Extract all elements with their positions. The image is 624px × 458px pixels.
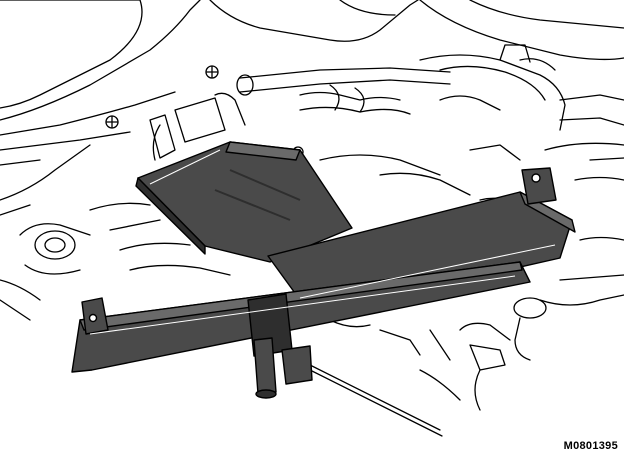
figure-reference-code: M0801395 — [563, 440, 618, 452]
jack-right-hook — [521, 167, 557, 205]
vehicle-underbody-line-art — [0, 0, 624, 437]
bolt-head-left — [105, 115, 119, 129]
bolt-head-top — [205, 65, 219, 79]
jack-edge-highlights — [89, 149, 556, 335]
transmission-jack — [71, 141, 576, 399]
